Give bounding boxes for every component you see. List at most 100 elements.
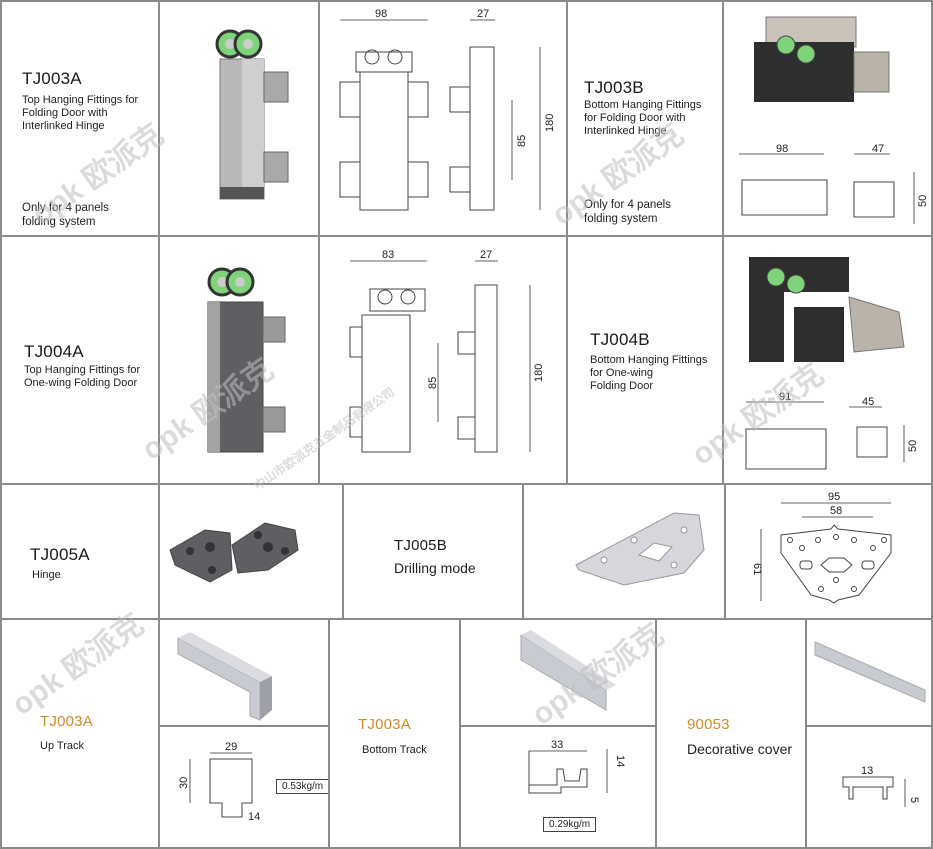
product-description: Top Hanging Fittings for One-wing Foldin… — [24, 364, 140, 390]
note-line: Only for 4 panels — [22, 202, 109, 214]
product-note: Only for 4 panels folding system — [22, 201, 109, 229]
dim-width: 98 — [375, 8, 387, 20]
drilling-mode-drawing: 95 58 61 — [751, 491, 892, 604]
desc-line: for One-wing — [590, 367, 653, 379]
dim-height: 180 — [544, 114, 556, 132]
dim-depth: 47 — [872, 143, 884, 155]
tj003a-photo-cell — [158, 0, 320, 237]
dim-depth: 45 — [862, 396, 874, 408]
product-code: 90053 — [687, 716, 730, 733]
dim-height: 180 — [533, 364, 545, 382]
product-description: Hinge — [32, 569, 61, 581]
bottom-track-photo-cell — [459, 618, 657, 727]
note-line: folding system — [22, 216, 96, 228]
product-note: Only for 4 panels folding system — [584, 198, 671, 226]
up-track-photo-cell — [158, 618, 330, 727]
product-description: Up Track — [40, 740, 85, 752]
note-line: folding system — [584, 213, 658, 225]
dim-height: 5 — [908, 797, 920, 803]
desc-line: Bottom Hanging Fittings — [590, 354, 708, 366]
dim-width: 98 — [776, 143, 788, 155]
tj003a-product-photo — [215, 29, 289, 200]
dim-slot: 14 — [248, 811, 260, 823]
cover-photo — [814, 641, 926, 703]
dim-width: 13 — [861, 765, 873, 777]
weight-label: 0.53kg/m — [276, 779, 328, 794]
desc-line: Top Hanging Fittings for — [22, 94, 139, 106]
wheel-icon — [796, 44, 816, 64]
tj003a-label-cell: TJ003A Top Hanging Fittings for Folding … — [0, 0, 160, 237]
hinge-photo — [169, 522, 299, 583]
product-code: TJ003A — [358, 716, 411, 733]
product-description: Decorative cover — [687, 741, 793, 757]
cover-label-cell: 90053 Decorative cover — [655, 618, 807, 849]
dim-depth: 27 — [477, 8, 489, 20]
tj004b-product-photo: 91 45 50 — [745, 257, 919, 470]
desc-line: Folding Door with — [22, 107, 108, 119]
desc-line: Bottom Hanging Fittings — [584, 99, 702, 111]
dim-width: 33 — [551, 739, 563, 751]
bottom-track-label-cell: TJ003A Bottom Track — [328, 618, 461, 849]
tj004a-label-cell: TJ004A Top Hanging Fittings for One-wing… — [0, 235, 160, 485]
dim-spacing: 85 — [427, 377, 439, 389]
dim-spacing: 85 — [516, 135, 528, 147]
tj003b-image-cell: 98 47 50 — [722, 0, 933, 237]
dim-inner: 58 — [830, 505, 842, 517]
product-description: Bottom Hanging Fittings for One-wing Fol… — [590, 354, 707, 393]
cover-profile-drawing: 13 5 — [842, 765, 920, 807]
product-description: Bottom Track — [362, 744, 427, 756]
weight-label: 0.29kg/m — [543, 817, 597, 832]
note-line: Only for 4 panels — [584, 199, 671, 211]
tj004a-product-photo — [207, 267, 286, 453]
product-code: TJ003A — [22, 69, 82, 88]
tj003a-drawing-cell: 98 27 85 180 — [318, 0, 568, 237]
drilling-plate-photo — [575, 512, 705, 586]
dim-height: 50 — [917, 195, 929, 207]
product-code: TJ004B — [590, 330, 650, 349]
up-track-label-cell: TJ003A Up Track — [0, 618, 160, 849]
tj005a-photo-cell — [158, 483, 344, 620]
tj004a-photo-cell — [158, 235, 320, 485]
product-code: TJ003B — [584, 78, 644, 97]
desc-line: Top Hanging Fittings for — [24, 364, 141, 376]
desc-line: Interlinked Hinge — [22, 120, 105, 132]
tj005b-photo-cell — [522, 483, 726, 620]
product-code: TJ005A — [30, 545, 90, 564]
dim-width: 91 — [779, 391, 791, 403]
cover-photo-cell — [805, 618, 933, 727]
up-track-profile-drawing: 29 30 14 — [178, 741, 260, 823]
tj005a-label-cell: TJ005A Hinge — [0, 483, 160, 620]
tj005b-drawing-cell: 95 58 61 — [724, 483, 933, 620]
product-code: TJ003A — [40, 713, 93, 730]
tj004a-technical-drawing: 83 27 85 180 — [349, 249, 545, 453]
cover-drawing-cell: 13 5 — [805, 725, 933, 849]
desc-line: Interlinked Hinge — [584, 125, 667, 137]
tj004b-image-cell: 91 45 50 — [722, 235, 933, 485]
wheel-icon — [786, 274, 806, 294]
product-code: TJ005B — [394, 537, 447, 554]
up-track-drawing-cell: 29 30 14 0.53kg/m — [158, 725, 330, 849]
dim-height: 30 — [178, 777, 190, 789]
wheel-icon — [776, 35, 796, 55]
bottom-track-profile-drawing: 33 14 — [528, 739, 626, 794]
desc-line: for Folding Door with — [584, 112, 686, 124]
dim-width: 95 — [828, 491, 840, 503]
desc-line: Folding Door — [590, 380, 653, 392]
desc-line: One-wing Folding Door — [24, 377, 138, 389]
tj003b-label-cell: TJ003B Bottom Hanging Fittings for Foldi… — [566, 0, 724, 237]
dim-depth: 27 — [480, 249, 492, 261]
product-description: Top Hanging Fittings for Folding Door wi… — [22, 94, 138, 133]
tj003b-product-photo: 98 47 50 — [739, 16, 929, 224]
wheel-icon — [766, 267, 786, 287]
bottom-track-drawing-cell: 33 14 0.29kg/m — [459, 725, 657, 849]
tj004a-drawing-cell: 83 27 85 180 — [318, 235, 568, 485]
product-description: Drilling mode — [394, 560, 476, 576]
tj005b-label-cell: TJ005B Drilling mode — [342, 483, 524, 620]
tj004b-label-cell: TJ004B Bottom Hanging Fittings for One-w… — [566, 235, 724, 485]
product-code: TJ004A — [24, 342, 84, 361]
tj003a-technical-drawing: 98 27 85 180 — [339, 8, 556, 211]
dim-width: 83 — [382, 249, 394, 261]
dim-height: 14 — [614, 755, 626, 767]
product-description: Bottom Hanging Fittings for Folding Door… — [584, 99, 701, 138]
up-track-photo — [177, 632, 272, 721]
